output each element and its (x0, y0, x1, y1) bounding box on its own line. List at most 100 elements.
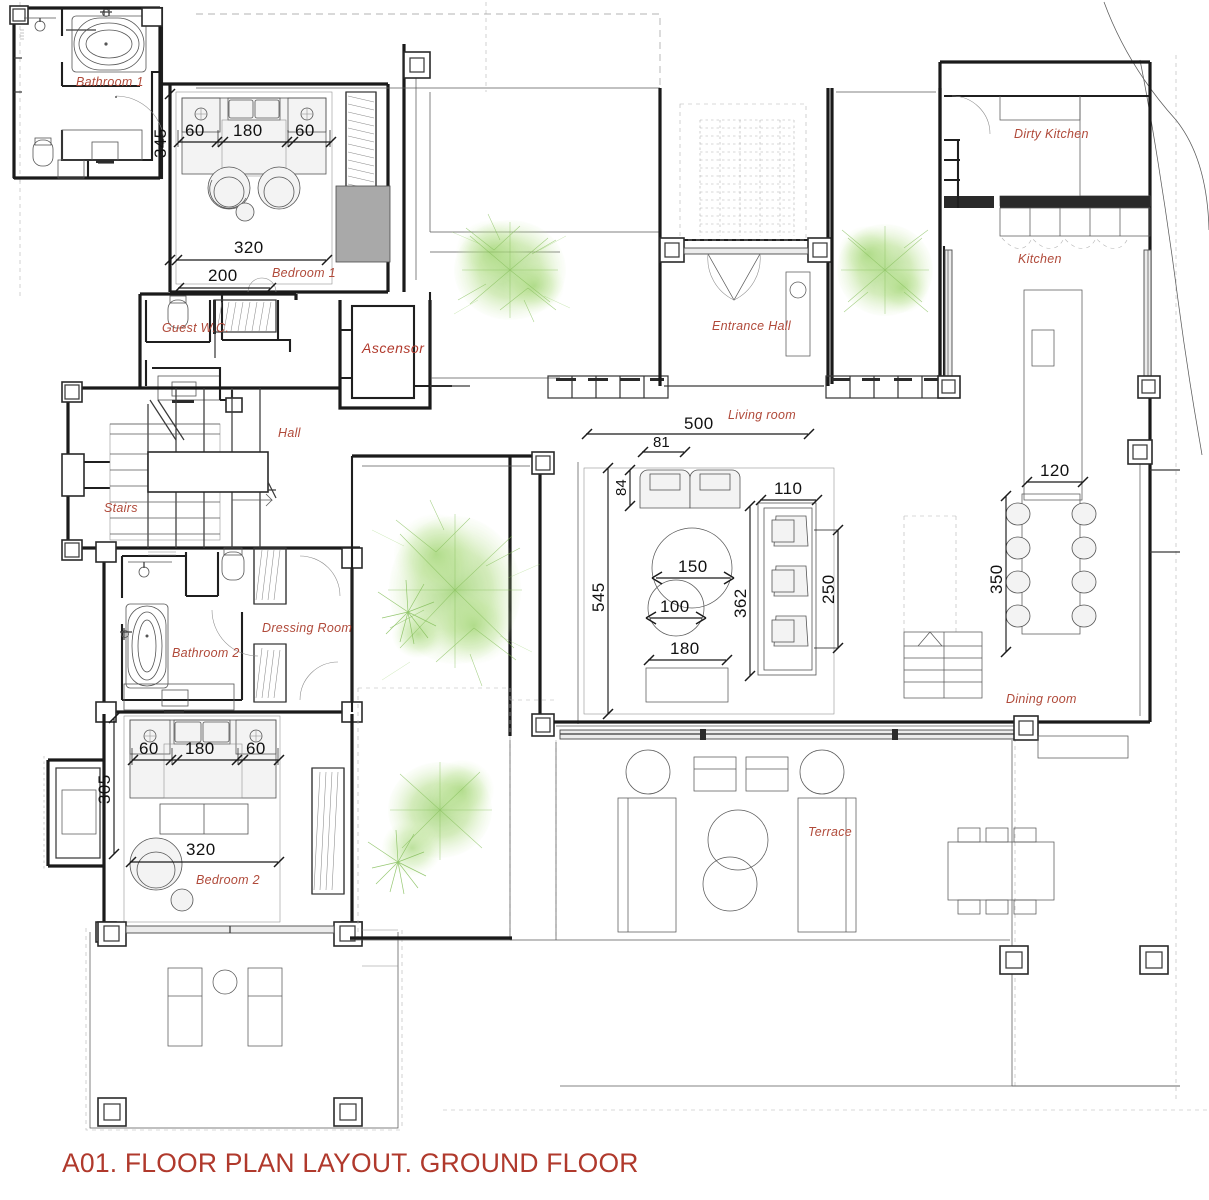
basin-bathroom-1 (20, 17, 56, 40)
dim-dining-table-w: 120 (1021, 461, 1089, 488)
lower-terrace-block (89, 921, 399, 1129)
dim-bedroom2-305: 305 (95, 774, 114, 804)
dim-bedroom1-overall: 320 (171, 238, 333, 266)
toilet-bathroom-2 (221, 547, 245, 581)
dim-bedroom2-left: 60 (139, 739, 159, 758)
dim-bedroom1-depth: 345 (151, 88, 176, 266)
dim-living-width: 500 (581, 414, 815, 440)
dim-living-100: 100 (660, 597, 690, 616)
bed-2 (129, 719, 277, 835)
dim-living-110: 110 (774, 479, 802, 498)
dim-bedroom1-320: 320 (234, 238, 264, 257)
vanity-bathroom-1 (57, 129, 152, 179)
dining-table (1021, 493, 1081, 635)
sofa-living (757, 502, 817, 676)
label-ascensor: Ascensor (361, 340, 425, 356)
sheet-title: A01. FLOOR PLAN LAYOUT. GROUND FLOOR (62, 1148, 639, 1178)
console-entrance (785, 271, 811, 357)
door-swing-bathroom-1 (115, 95, 165, 145)
dim-living-rug-big: 150 (651, 557, 735, 585)
round-rugs (647, 527, 733, 637)
dining-chairs (1005, 502, 1097, 628)
plant-cluster-b (371, 499, 541, 687)
dim-living-81: 81 (653, 434, 670, 451)
label-dressing-room: Dressing Room (262, 621, 352, 635)
label-bathroom-1: Bathroom 1 (76, 75, 144, 89)
dim-living-180: 180 (670, 639, 700, 658)
sliding-glass-wall-living (559, 729, 1021, 740)
kitchen-upper-cabinets (999, 207, 1151, 249)
label-living-room: Living room (728, 408, 796, 422)
entrance-double-door (707, 253, 761, 301)
dim-dining-table-l: 350 (987, 490, 1012, 658)
seating-bedroom-1 (207, 166, 301, 222)
living-dining-shell (350, 439, 1180, 940)
terrace-block (350, 740, 1180, 1087)
label-bedroom-1: Bedroom 1 (272, 266, 336, 280)
dim-dining-350: 350 (987, 564, 1006, 594)
armchair-pair (639, 469, 741, 509)
console-living (645, 667, 729, 703)
seating-bedroom-2 (129, 837, 194, 912)
dining-room-furniture (903, 493, 1129, 759)
basin-bathroom-2 (128, 551, 176, 578)
bathroom-2-dressing-block (95, 541, 363, 723)
bedroom-1-block (160, 82, 391, 294)
dim-bedroom1-right: 60 (295, 121, 315, 140)
label-dirty-kitchen: Dirty Kitchen (1014, 127, 1089, 141)
terrace-lounge-set (617, 749, 857, 933)
wardrobe-bedroom-2 (311, 767, 345, 895)
dim-bedroom2-overall: 320 (125, 840, 285, 868)
bathroom-1-block (9, 5, 164, 180)
window-bedroom-2-left (43, 756, 104, 870)
dim-bedroom1-left: 60 (185, 121, 205, 140)
dim-dining-120: 120 (1040, 461, 1070, 480)
wardrobe-dressing-lower (253, 643, 287, 703)
kitchen-glass-wall (944, 249, 1152, 383)
label-stairs: Stairs (104, 501, 138, 515)
dim-living-362: 362 (731, 588, 750, 618)
palm-plant-b (377, 579, 437, 645)
dim-bedroom2-right: 60 (246, 739, 266, 758)
label-bedroom-2: Bedroom 2 (196, 873, 260, 887)
service-shaft (335, 185, 391, 263)
dim-living-545: 545 (589, 582, 608, 612)
kitchen-island (1023, 289, 1083, 501)
dim-bedroom1-200: 200 (208, 266, 238, 285)
dim-bedroom2-bed: 180 (185, 739, 215, 758)
bed-1 (181, 97, 327, 177)
label-dining-room: Dining room (1006, 692, 1077, 706)
guest-wc-and-hall-block (61, 292, 470, 561)
dim-living-sofa-l: 250 (814, 524, 844, 654)
dim-living-rug-small: 100 (645, 597, 707, 625)
wardrobe-dressing-upper (253, 547, 287, 605)
dim-living-armchair-w: 81 (637, 434, 691, 458)
entry-mat-hatch (699, 119, 795, 236)
dim-bedroom1-lower: 200 (173, 266, 277, 294)
kitchen-block (937, 60, 1161, 501)
dim-living-84: 84 (613, 479, 630, 496)
dim-living-sofa-w: 110 (755, 479, 823, 506)
living-room-furniture (639, 469, 817, 703)
palm-plant-c (367, 829, 427, 895)
label-hall: Hall (278, 426, 302, 440)
dim-living-150: 150 (678, 557, 708, 576)
label-bathroom-2: Bathroom 2 (172, 646, 240, 660)
entry-steps-left (547, 375, 669, 399)
dim-bedroom2-bedline: 60 180 60 (127, 739, 285, 766)
toilet-guest-wc (167, 295, 189, 329)
wardrobe-guest-corridor (213, 299, 277, 358)
dim-living-depth: 545 (589, 462, 614, 720)
dim-living-250: 250 (819, 574, 838, 604)
bathtub-2 (120, 603, 169, 689)
label-entrance-hall: Entrance Hall (712, 319, 792, 333)
dim-living-500: 500 (684, 414, 714, 433)
dim-bedroom1-bedline: 60 180 60 (173, 121, 337, 148)
plant-cluster-d (837, 224, 933, 316)
label-kitchen: Kitchen (1018, 252, 1062, 266)
sun-loungers (167, 967, 283, 1047)
label-guest-wc: Guest W.C. (162, 321, 229, 335)
dim-bedroom2-depth: 305 (95, 712, 120, 860)
